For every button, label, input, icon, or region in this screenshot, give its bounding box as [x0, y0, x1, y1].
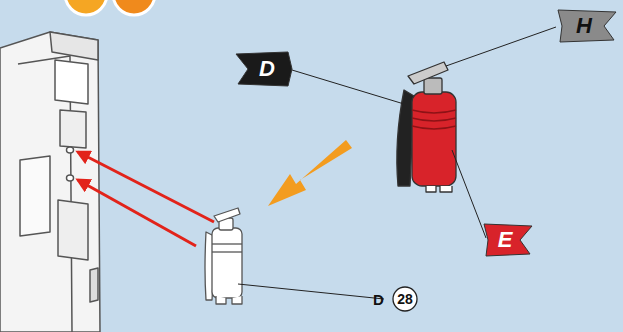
extinguisher-part — [205, 208, 242, 304]
callout-text: H — [576, 15, 592, 37]
callout-flag: D — [236, 52, 292, 86]
callout-flag: H — [558, 10, 616, 42]
fire-extinguisher — [397, 62, 456, 192]
callout-text: D — [259, 58, 275, 80]
callout-text: 28 — [397, 292, 413, 306]
callout-number: 28 — [392, 286, 418, 312]
insertion-arrow — [78, 152, 214, 246]
step-badge — [65, 0, 155, 15]
direction-arrow — [268, 140, 352, 206]
panel-part — [0, 32, 100, 332]
callout-flag: E — [484, 224, 532, 256]
callout-text: E — [498, 229, 513, 251]
part-letter: D — [373, 292, 384, 307]
